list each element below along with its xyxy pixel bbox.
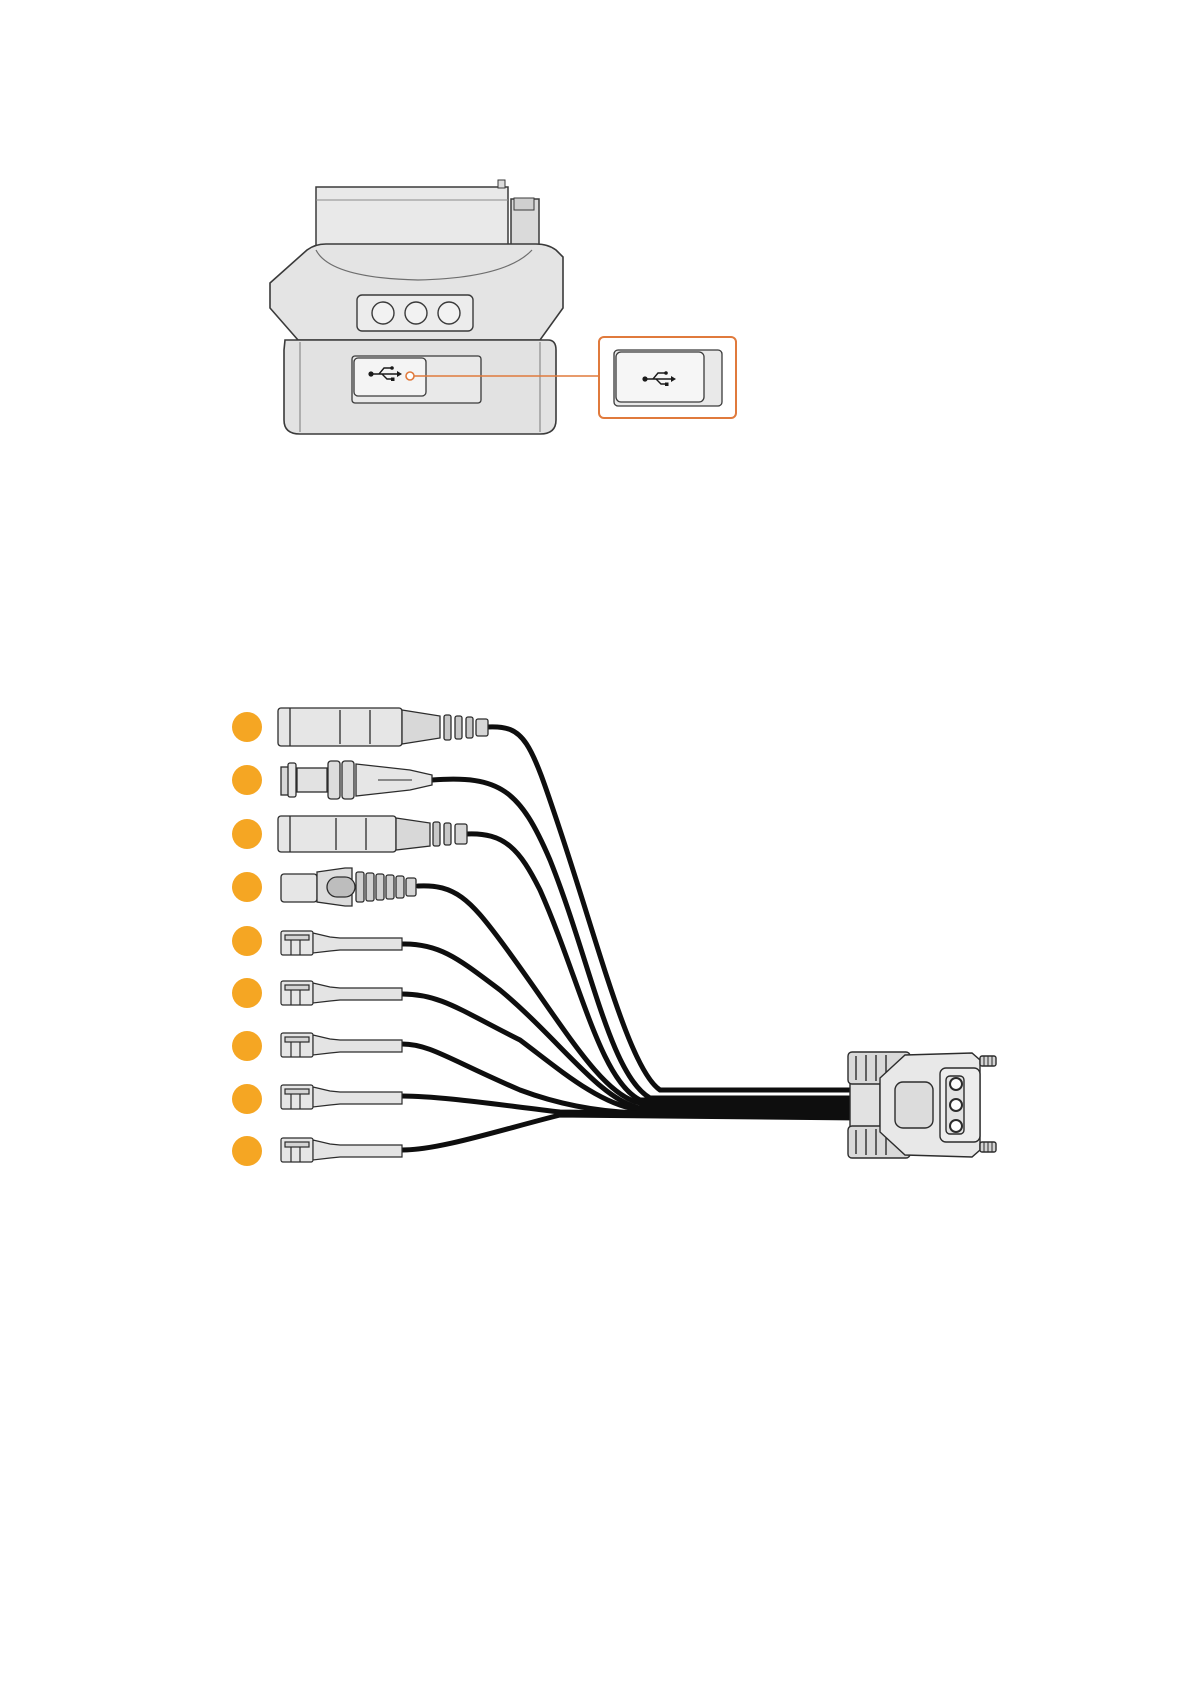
callout-usb-port (616, 352, 704, 402)
cable-bundle (402, 727, 860, 1150)
d-sub-connector (848, 1052, 996, 1158)
badge-4 (232, 872, 262, 902)
cable-1 (487, 727, 860, 1090)
bnc-connector (281, 761, 432, 799)
small-pin-connector-2 (281, 981, 402, 1005)
badge-8 (232, 1084, 262, 1114)
badge-5 (232, 926, 262, 956)
badge-3 (232, 819, 262, 849)
panel-hole-2 (405, 302, 427, 324)
d-sub-pin-3 (950, 1120, 962, 1132)
device-figure (270, 180, 736, 434)
rca-connector (281, 868, 416, 906)
panel-hole-3 (438, 302, 460, 324)
cable-figure (232, 708, 996, 1166)
xlr-connector-1 (278, 708, 488, 746)
badge-2 (232, 765, 262, 795)
cable-4 (418, 886, 860, 1103)
small-pin-connector-3 (281, 1033, 402, 1057)
callout-point (406, 372, 414, 380)
cable-3 (466, 834, 860, 1100)
badge-1 (232, 712, 262, 742)
cable-5 (402, 944, 860, 1108)
badge-9 (232, 1136, 262, 1166)
small-pin-connector-1 (281, 931, 402, 955)
usb-port (354, 358, 426, 396)
xlr-connector-2 (278, 816, 467, 852)
d-sub-pin-2 (950, 1099, 962, 1111)
badge-6 (232, 978, 262, 1008)
cable-9 (402, 1115, 860, 1150)
badge-7 (232, 1031, 262, 1061)
small-pin-connector-5 (281, 1138, 402, 1162)
connector-badges (232, 712, 262, 1166)
small-pin-connector-4 (281, 1085, 402, 1109)
panel-hole-1 (372, 302, 394, 324)
d-sub-pin-1 (950, 1078, 962, 1090)
